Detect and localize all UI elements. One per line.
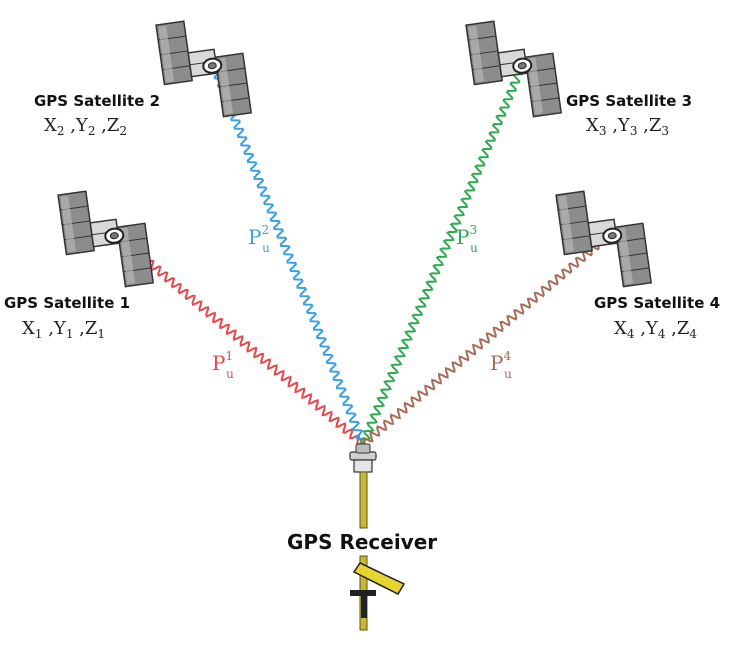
satellite-3-icon <box>465 12 563 126</box>
signal-paths <box>115 65 609 448</box>
receiver-label: GPS Receiver <box>287 530 437 554</box>
receiver-pole-upper <box>359 471 368 529</box>
signal-wave-1 <box>115 235 366 446</box>
satellite-3-name: GPS Satellite 3 <box>566 92 692 110</box>
satellite-1-icon <box>57 182 155 296</box>
signal-wave-4 <box>362 233 609 448</box>
satellite-4-coords: X4 ,Y4 ,Z4 <box>614 318 697 341</box>
satellite-2-coords: X2 ,Y2 ,Z2 <box>44 115 127 138</box>
satellite-1-name: GPS Satellite 1 <box>4 294 130 312</box>
receiver-controller-icon <box>350 562 406 618</box>
satellite-4-icon <box>555 182 653 296</box>
satellite-1-coords: X1 ,Y1 ,Z1 <box>22 318 105 341</box>
receiver-antenna-icon <box>349 443 377 473</box>
satellite-3-coords: X3 ,Y3 ,Z3 <box>586 115 669 138</box>
signal-wave-2 <box>210 65 367 446</box>
satellite-2-icon <box>155 12 253 126</box>
signal-wave-3 <box>359 65 525 446</box>
satellite-2-name: GPS Satellite 2 <box>34 92 160 110</box>
satellite-4-name: GPS Satellite 4 <box>594 294 720 312</box>
